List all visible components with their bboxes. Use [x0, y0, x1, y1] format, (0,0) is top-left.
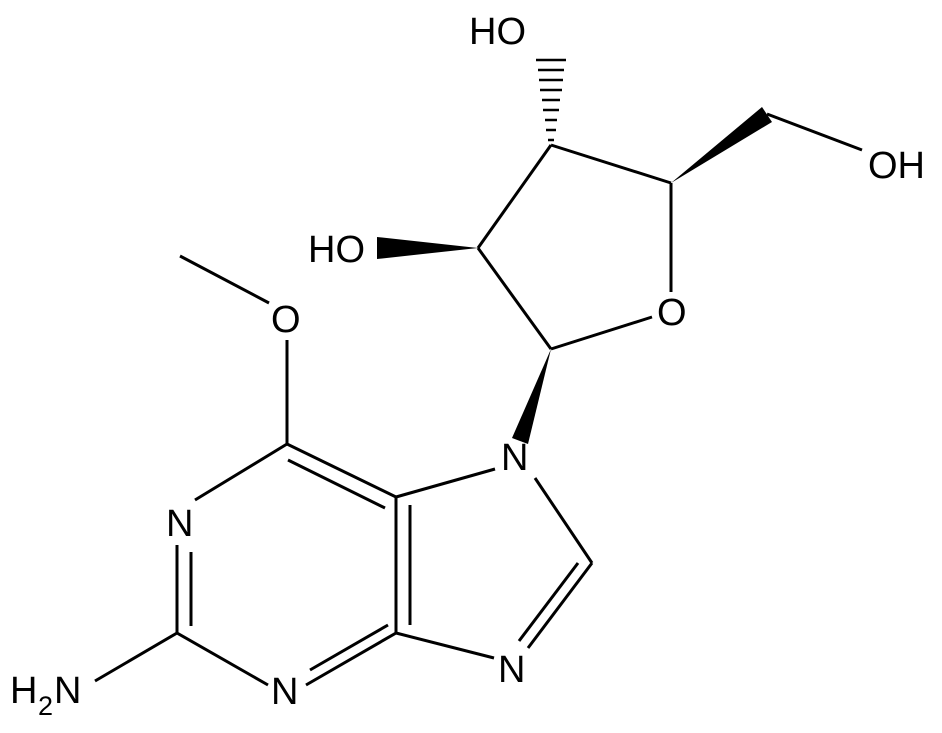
bond-n-c8	[533, 477, 594, 564]
bond-c5-n	[395, 467, 496, 499]
bond-n3-c4-a	[305, 631, 397, 687]
solid-wedge-c3-oh	[377, 237, 478, 259]
bond-c5-c6-a	[286, 442, 397, 499]
solid-wedge-c5-ch2	[671, 107, 772, 183]
bond-c2-n3	[176, 631, 269, 687]
label-oh-right: OH	[868, 145, 925, 187]
label-o-ring: O	[657, 292, 687, 334]
bond-c6-n1	[194, 442, 288, 502]
bond-c8-n-double-a	[526, 562, 594, 649]
bond-ch2-oh	[766, 112, 863, 152]
bond-c4-c5	[550, 143, 672, 185]
bond-n3-c4-b	[309, 623, 389, 672]
bond-c2-nh2	[94, 631, 178, 683]
label-n-ring-bottom: N	[271, 671, 298, 713]
label-amine-n: N	[54, 670, 81, 712]
bond-c1-c3	[476, 247, 553, 350]
label-ho-top: HO	[469, 11, 526, 53]
label-o-methoxy: O	[271, 299, 301, 341]
solid-wedge-c1-n	[512, 349, 551, 444]
label-n-imidazole: N	[498, 649, 525, 691]
bond-o-ring-c1	[550, 315, 653, 351]
bond-n-c4	[395, 631, 495, 660]
bond-c5-c6-b	[287, 458, 386, 510]
label-amine-subscript: 2	[38, 691, 53, 721]
bond-c8-n-double-b	[517, 562, 580, 642]
label-n-ring-left: N	[166, 503, 193, 545]
label-amine-h: H	[10, 670, 37, 712]
label-n-glycosidic: N	[501, 437, 528, 479]
label-ho-left: HO	[308, 229, 365, 271]
hashed-wedge-c4-oh	[536, 58, 566, 142]
bond-o-ch3	[179, 254, 270, 305]
bond-c4-c3	[476, 144, 553, 249]
